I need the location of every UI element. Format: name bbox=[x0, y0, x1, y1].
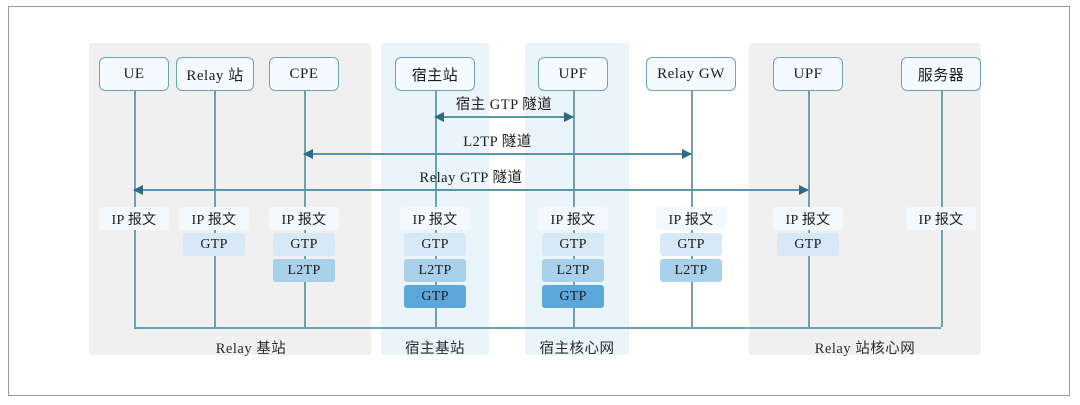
arrow-head-right-icon bbox=[682, 149, 692, 159]
arrow-line bbox=[134, 189, 808, 191]
stack-upf-relay: IP 报文 GTP bbox=[768, 207, 848, 256]
stack-layer: GTP bbox=[542, 285, 604, 308]
stack-layer: GTP bbox=[183, 233, 245, 256]
node-cpe[interactable]: CPE bbox=[269, 57, 339, 91]
stack-layer: GTP bbox=[660, 233, 722, 256]
arrow-head-left-icon bbox=[303, 149, 313, 159]
node-upf-relay[interactable]: UPF bbox=[773, 57, 843, 91]
arrow-head-left-icon bbox=[133, 185, 143, 195]
stack-layer: IP 报文 bbox=[269, 207, 339, 230]
stack-layer: GTP bbox=[777, 233, 839, 256]
stack-layer: GTP bbox=[404, 285, 466, 308]
arrow-head-left-icon bbox=[434, 112, 444, 122]
node-host[interactable]: 宿主站 bbox=[395, 57, 475, 91]
stack-layer: GTP bbox=[404, 233, 466, 256]
stack-server: IP 报文 bbox=[901, 207, 981, 230]
arrow-label-l2tp-tunnel: L2TP 隧道 bbox=[463, 134, 532, 150]
stack-host: IP 报文 GTP L2TP GTP bbox=[395, 207, 475, 308]
node-upf-host[interactable]: UPF bbox=[538, 57, 608, 91]
node-relay[interactable]: Relay 站 bbox=[176, 57, 254, 91]
stack-layer: GTP bbox=[542, 233, 604, 256]
stack-layer: IP 报文 bbox=[538, 207, 608, 230]
baseline bbox=[134, 327, 941, 329]
node-UE[interactable]: UE bbox=[99, 57, 169, 91]
stack-layer: L2TP bbox=[542, 259, 604, 282]
stack-layer: L2TP bbox=[660, 259, 722, 282]
stack-layer: L2TP bbox=[273, 259, 335, 282]
arrow-l2tp-tunnel bbox=[303, 149, 692, 159]
stack-relay: IP 报文 GTP bbox=[174, 207, 254, 256]
stack-layer: IP 报文 bbox=[906, 207, 976, 230]
stack-UE: IP 报文 bbox=[94, 207, 174, 230]
arrow-label-host-gtp-tunnel: 宿主 GTP 隧道 bbox=[455, 97, 553, 113]
stack-upf-host: IP 报文 GTP L2TP GTP bbox=[533, 207, 613, 308]
arrow-line bbox=[435, 116, 573, 118]
arrow-host-gtp-tunnel bbox=[434, 112, 574, 122]
zone-label-2: 宿主核心网 bbox=[539, 341, 615, 357]
arrow-head-right-icon bbox=[799, 185, 809, 195]
stack-layer: L2TP bbox=[404, 259, 466, 282]
arrow-head-right-icon bbox=[564, 112, 574, 122]
node-relay-gw[interactable]: Relay GW bbox=[646, 57, 736, 91]
zone-label-3: Relay 站核心网 bbox=[814, 341, 916, 357]
stack-layer: IP 报文 bbox=[773, 207, 843, 230]
arrow-line bbox=[304, 153, 691, 155]
zone-label-1: 宿主基站 bbox=[405, 341, 465, 357]
zone-band-0 bbox=[89, 43, 371, 355]
arrow-label-relay-gtp-tunnel: Relay GTP 隧道 bbox=[419, 170, 523, 186]
stack-layer: IP 报文 bbox=[179, 207, 249, 230]
node-server[interactable]: 服务器 bbox=[901, 57, 981, 91]
stack-layer: IP 报文 bbox=[656, 207, 726, 230]
stack-layer: IP 报文 bbox=[99, 207, 169, 230]
stack-layer: IP 报文 bbox=[400, 207, 470, 230]
stack-relay-gw: IP 报文 GTP L2TP bbox=[651, 207, 731, 282]
stack-cpe: IP 报文 GTP L2TP bbox=[264, 207, 344, 282]
zone-label-0: Relay 基站 bbox=[215, 341, 287, 357]
arrow-relay-gtp-tunnel bbox=[133, 185, 809, 195]
stack-layer: GTP bbox=[273, 233, 335, 256]
